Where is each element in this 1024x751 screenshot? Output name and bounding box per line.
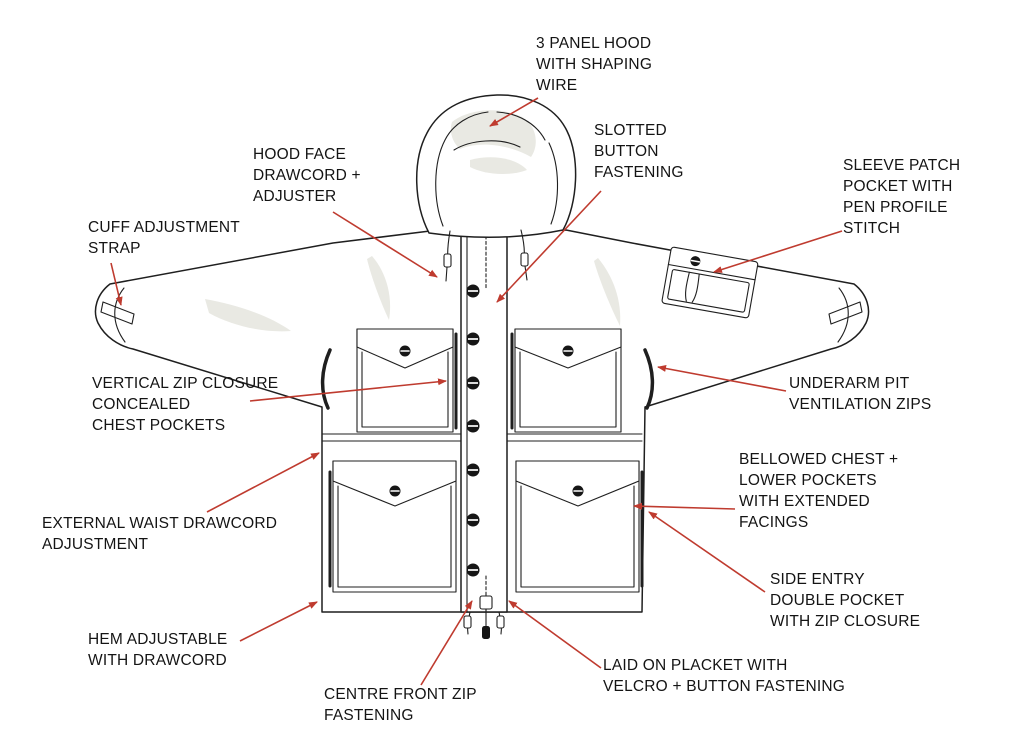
- hem-zip-and-drawcord: [463, 595, 505, 639]
- front-buttons: [466, 284, 480, 577]
- callout-underarm-pit-zips: UNDERARM PIT VENTILATION ZIPS: [789, 375, 932, 414]
- callout-laid-on-placket: LAID ON PLACKET WITH VELCRO + BUTTON FAS…: [603, 657, 845, 696]
- callout-three-panel-hood: 3 PANEL HOOD WITH SHAPING WIRE: [536, 35, 653, 95]
- arrow-slotted-button: [496, 190, 602, 303]
- arrow-laid-on-placket: [508, 600, 602, 669]
- callout-arrows: [110, 97, 843, 686]
- callout-slotted-button-fastening: SLOTTED BUTTON FASTENING: [594, 122, 684, 182]
- lower-pocket-right: [515, 460, 644, 593]
- arrow-hem-drawcord: [239, 601, 318, 642]
- hood-drawcords: [443, 229, 529, 282]
- callout-external-waist-drawcord: EXTERNAL WAIST DRAWCORD ADJUSTMENT: [42, 515, 278, 554]
- arrow-hood-face-drawcord: [332, 211, 438, 278]
- callout-vertical-zip-chest-pockets: VERTICAL ZIP CLOSURE CONCEALED CHEST POC…: [92, 375, 279, 435]
- callout-bellowed-pockets: BELLOWED CHEST + LOWER POCKETS WITH EXTE…: [739, 451, 899, 532]
- callout-cuff-adjustment-strap: CUFF ADJUSTMENT STRAP: [88, 219, 240, 258]
- chest-pocket-left: [356, 328, 458, 433]
- arrow-underarm-pit-zips: [657, 365, 787, 392]
- arrow-bellowed-pockets: [633, 502, 736, 510]
- callout-hood-face-drawcord: HOOD FACE DRAWCORD + ADJUSTER: [253, 146, 361, 206]
- arrow-centre-front-zip: [420, 600, 473, 686]
- lower-pocket-left: [328, 460, 457, 593]
- arrow-external-waist-drawcord: [206, 452, 320, 513]
- arrow-side-entry-pocket: [648, 511, 766, 593]
- pit-zips: [320, 348, 655, 410]
- callout-sleeve-patch-pocket: SLEEVE PATCH POCKET WITH PEN PROFILE STI…: [843, 157, 961, 238]
- chest-pocket-right: [510, 328, 622, 433]
- callout-hem-drawcord: HEM ADJUSTABLE WITH DRAWCORD: [88, 631, 228, 670]
- hood-drawing: [415, 94, 577, 282]
- cuff-details: [100, 287, 863, 343]
- arrow-vertical-zip-chest-pockets: [249, 378, 447, 402]
- arrow-sleeve-patch-pocket: [713, 230, 843, 273]
- callout-centre-front-zip: CENTRE FRONT ZIP FASTENING: [324, 686, 477, 725]
- arrow-three-panel-hood: [489, 97, 539, 127]
- callout-side-entry-double-pocket: SIDE ENTRY DOUBLE POCKET WITH ZIP CLOSUR…: [770, 571, 921, 631]
- arrow-cuff-adjustment: [110, 262, 123, 306]
